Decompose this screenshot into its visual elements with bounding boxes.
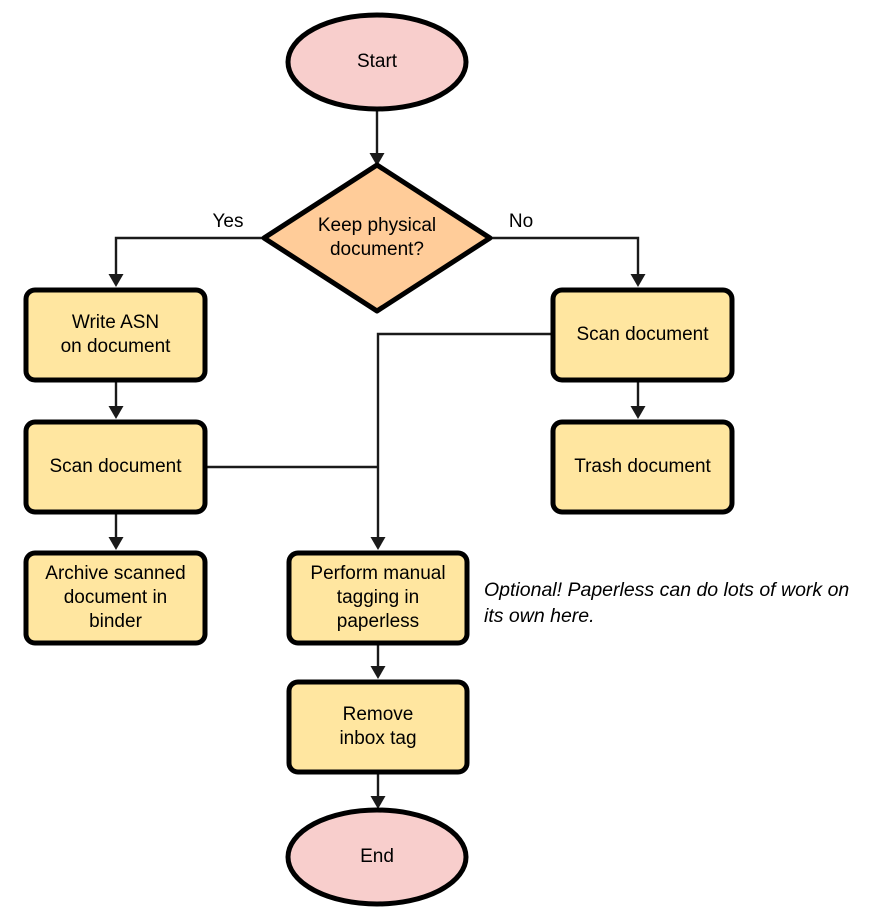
edge-arrowhead — [630, 274, 646, 287]
rect-shape[interactable] — [286, 679, 470, 775]
rect-shape[interactable] — [550, 419, 735, 515]
annotations-layer: Optional! Paperless can do lots of work … — [484, 579, 849, 627]
edge-line — [376, 332, 553, 547]
edge-scan-document-right-to-manual-tagging — [370, 332, 553, 550]
diamond-shape[interactable] — [261, 162, 493, 314]
edge-start-to-decision — [369, 110, 385, 166]
edge-arrowhead — [370, 796, 386, 809]
edge-scan-document-left-to-archive — [108, 512, 124, 550]
rect-shape[interactable] — [23, 287, 208, 383]
edge-arrowhead — [108, 537, 124, 550]
edge-arrowhead — [108, 274, 124, 287]
edge-line — [114, 236, 264, 284]
edge-manual-tagging-to-remove-inbox-tag — [370, 643, 386, 679]
rect-shape[interactable] — [23, 419, 208, 515]
edge-arrowhead — [370, 537, 386, 550]
edge-remove-inbox-tag-to-end — [370, 772, 386, 809]
node-scan-document-right[interactable]: Scan document — [550, 287, 735, 383]
edge-arrowhead — [108, 406, 124, 419]
ellipse-shape[interactable] — [285, 12, 469, 112]
node-end[interactable]: End — [285, 807, 469, 907]
ellipse-shape[interactable] — [285, 807, 469, 907]
edge-decision-no-to-scan-document-right: No — [490, 211, 646, 287]
node-label: Trash document — [574, 456, 711, 477]
edge-arrowhead — [370, 666, 386, 679]
edges-layer: Yes No — [108, 110, 646, 809]
edge-arrowhead — [369, 153, 385, 166]
rect-shape[interactable] — [286, 550, 470, 646]
edge-label-no: No — [509, 211, 533, 232]
edge-scan-document-right-to-trash — [630, 380, 646, 419]
node-label: End — [360, 846, 394, 867]
node-trash-document[interactable]: Trash document — [550, 419, 735, 515]
edge-arrowhead — [630, 406, 646, 419]
node-start[interactable]: Start — [285, 12, 469, 112]
edge-line — [490, 236, 640, 284]
edge-decision-yes-to-write-asn: Yes — [108, 211, 264, 287]
annotation-optional-note: Optional! Paperless can do lots of work … — [484, 579, 849, 627]
edge-write-asn-to-scan-document-left — [108, 380, 124, 419]
rect-shape[interactable] — [550, 287, 735, 383]
node-label: Start — [357, 51, 398, 72]
node-scan-document-left[interactable]: Scan document — [23, 419, 208, 515]
rect-shape[interactable] — [23, 550, 208, 646]
node-label: Scan document — [576, 324, 709, 345]
node-label: Scan document — [49, 456, 182, 477]
edge-label-yes: Yes — [213, 211, 244, 232]
